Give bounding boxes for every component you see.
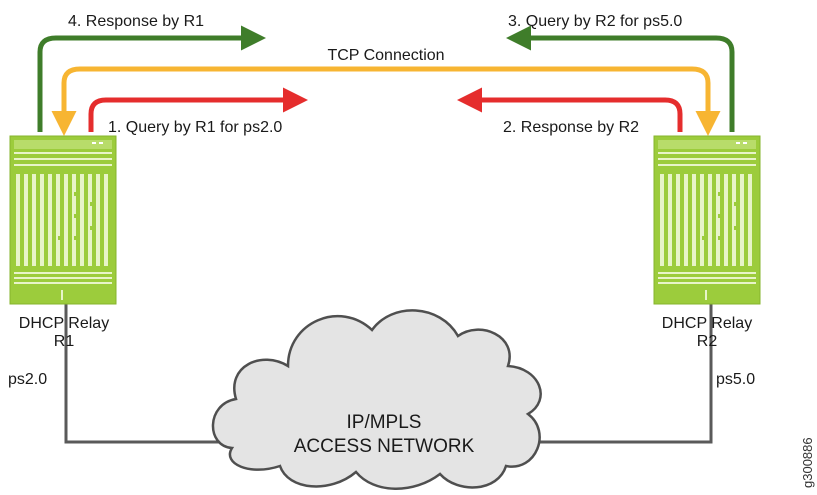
cloud-label-line2: ACCESS NETWORK xyxy=(294,436,475,457)
arrow-query-by-r1 xyxy=(88,87,308,132)
label-tcp-connection: TCP Connection xyxy=(327,47,444,64)
device-r1-name: R1 xyxy=(54,333,75,350)
device-r2-name: R2 xyxy=(697,333,718,350)
interface-ps5-label: ps5.0 xyxy=(716,371,755,388)
label-query-by-r1: 1. Query by R1 for ps2.0 xyxy=(108,119,282,136)
interface-ps2-label: ps2.0 xyxy=(8,371,47,388)
cloud-label-line1: IP/MPLS xyxy=(347,412,422,433)
device-r2-label: DHCP Relay xyxy=(662,315,752,332)
figure-id: g300886 xyxy=(800,437,815,488)
device-r1-label: DHCP Relay xyxy=(19,315,109,332)
arrow-response-by-r1 xyxy=(37,25,266,132)
label-response-by-r2: 2. Response by R2 xyxy=(503,119,639,136)
arrow-tcp-connection xyxy=(61,66,721,136)
device-r2-chassis xyxy=(653,135,761,305)
arrow-query-by-r2 xyxy=(506,25,735,132)
label-query-by-r2: 3. Query by R2 for ps5.0 xyxy=(508,13,682,30)
arrow-response-by-r2 xyxy=(457,87,683,132)
link-r1-to-cloud xyxy=(64,302,250,444)
cloud-shape xyxy=(211,309,542,490)
link-r2-to-cloud xyxy=(520,302,713,444)
label-response-by-r1: 4. Response by R1 xyxy=(68,13,204,30)
device-r1-chassis xyxy=(9,135,117,305)
